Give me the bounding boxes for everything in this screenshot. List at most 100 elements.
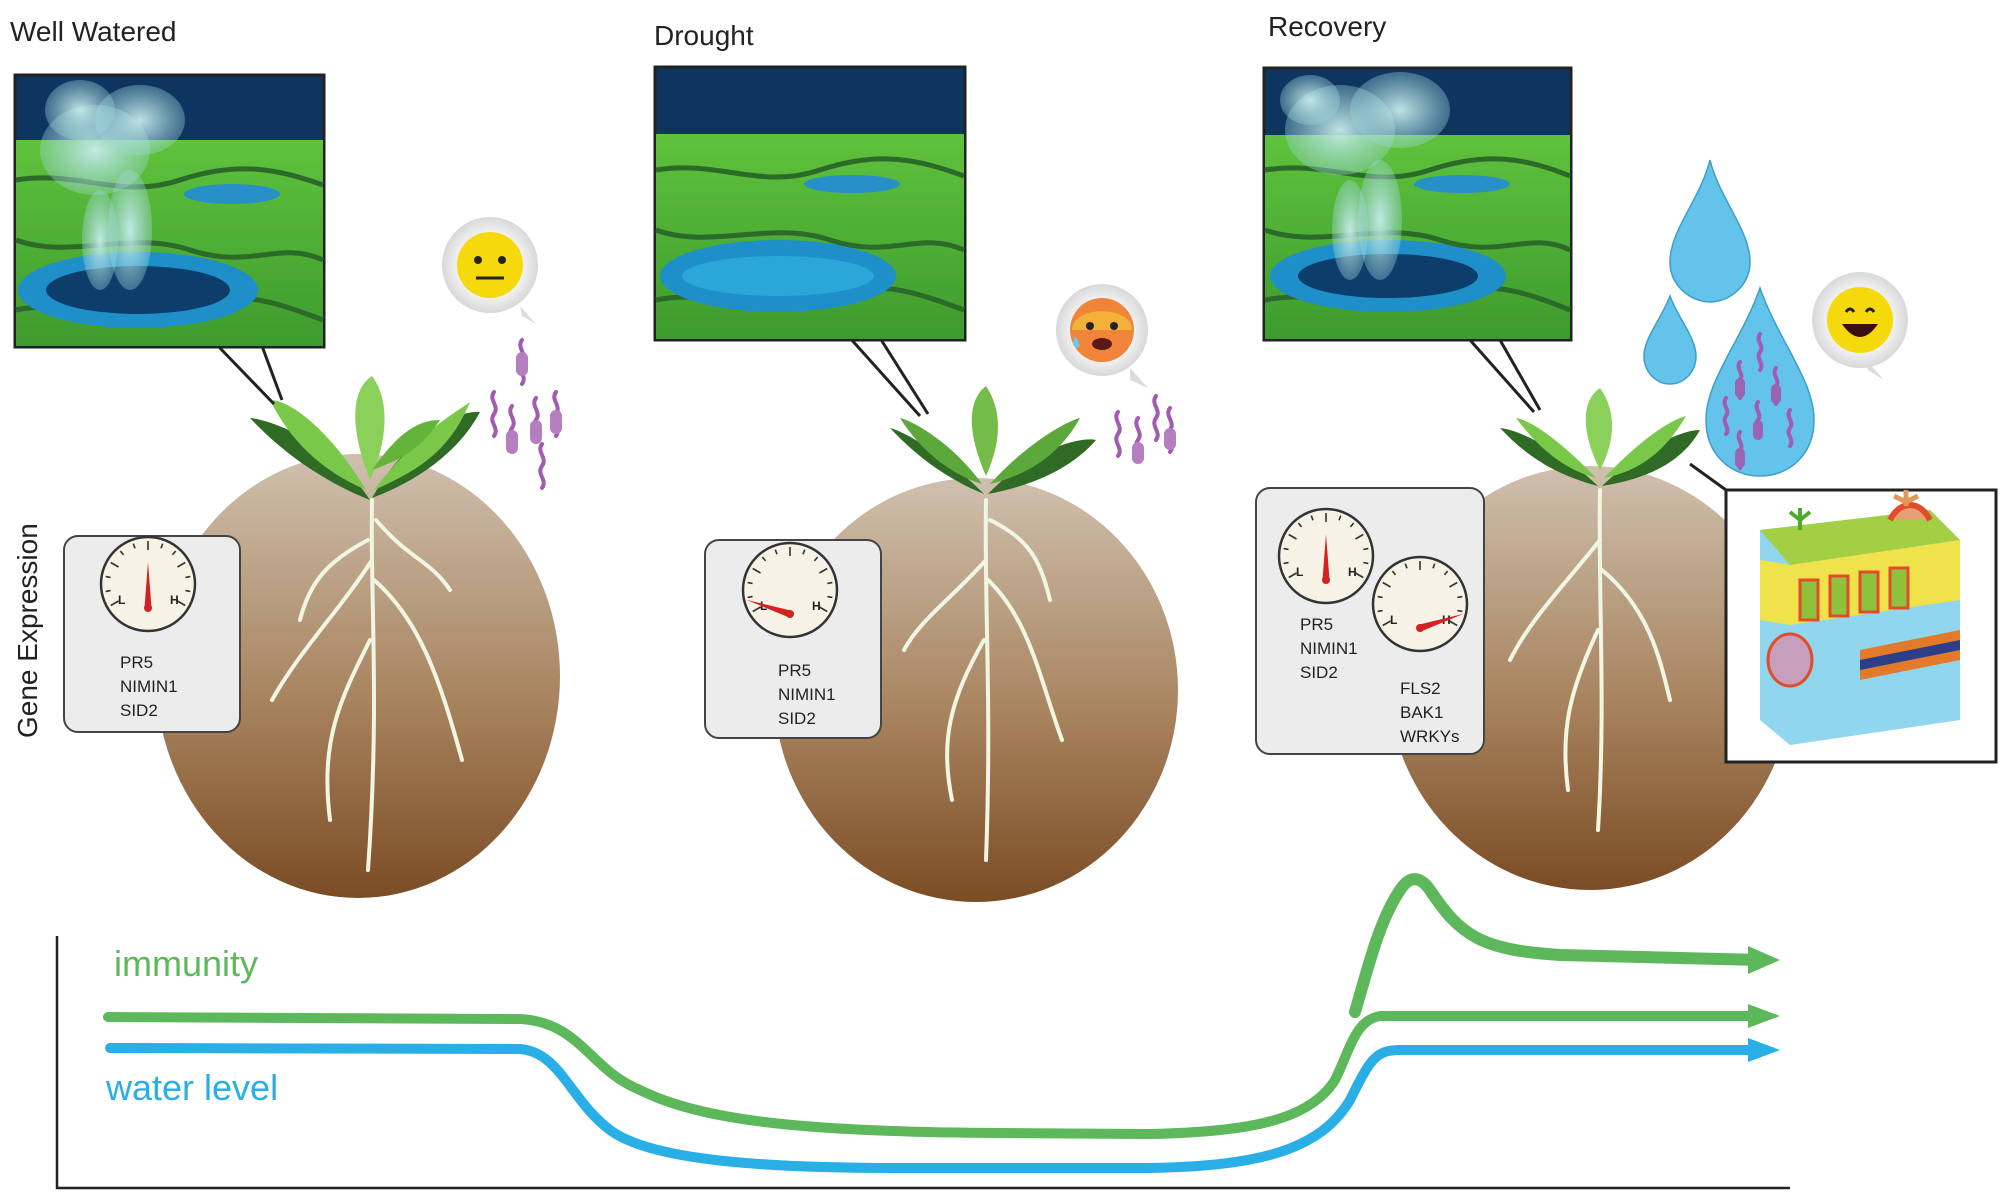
- water-arrow: [1748, 1038, 1780, 1062]
- roots-well-watered: [270, 498, 464, 872]
- callout-lines: [216, 336, 1727, 492]
- gauge-tick: [747, 581, 753, 585]
- gauge-tick: [1391, 570, 1397, 576]
- emoji-bubble-distressed: [1056, 284, 1148, 388]
- gauge-tick: [747, 595, 753, 599]
- bacteria-drought: [1114, 394, 1176, 464]
- gauge-tick: [160, 543, 164, 549]
- gene-label: SID2: [778, 709, 816, 728]
- gene-box-recovery: L H L H PR5 NIMIN1 SID2 FLS2 BAK1 WRKYs: [1255, 487, 1485, 755]
- gauge-tick: [1297, 522, 1303, 528]
- gene-label: NIMIN1: [1300, 639, 1358, 658]
- gauge-needle: [1322, 534, 1330, 580]
- gauge-tick: [827, 595, 833, 599]
- stomata-panel-recovery: [1262, 66, 1573, 342]
- gauge-tick: [1457, 595, 1463, 599]
- immunity-arrow: [1748, 1004, 1780, 1028]
- gauge-tick: [1432, 563, 1436, 569]
- gene-label: SID2: [120, 701, 158, 720]
- trend-plot: immunity water level: [55, 873, 1790, 1190]
- gauge-tick: [105, 589, 111, 593]
- plot-axis: [55, 936, 1790, 1190]
- leaf-cross-section-panel: [1724, 488, 1998, 764]
- gauge-tick: [1457, 609, 1463, 613]
- svg-text:L: L: [118, 593, 125, 607]
- yaxis-label: Gene Expression: [12, 523, 43, 738]
- gene-label: PR5: [1300, 615, 1333, 634]
- roots-drought: [902, 498, 1064, 862]
- legend-water-level: water level: [105, 1067, 278, 1108]
- gauge-needle: [144, 562, 152, 608]
- gauge-tick: [1382, 581, 1391, 588]
- soil-ball-well-watered: [156, 454, 560, 898]
- stage-title-drought: Drought: [654, 20, 754, 51]
- gauge-tick: [177, 561, 186, 568]
- gene-label: SID2: [1300, 663, 1338, 682]
- plant-recovery: [1500, 388, 1700, 486]
- gene-label: WRKYs: [1400, 727, 1460, 746]
- stomata-panel-well-watered: [13, 73, 326, 349]
- gauge-tick: [132, 543, 136, 549]
- gauge-tick: [185, 575, 191, 579]
- gauge-tick: [1310, 515, 1314, 521]
- svg-text:H: H: [812, 599, 821, 613]
- soil-ball-recovery: [1388, 466, 1792, 890]
- water-droplets: [1643, 159, 1815, 477]
- neutral-face-icon: [457, 232, 523, 298]
- gauge-well-watered: L H: [99, 535, 197, 633]
- gauge-recovery-2: L H: [1371, 555, 1469, 653]
- gauge-tick: [1363, 547, 1369, 551]
- gene-box-well-watered: L H PR5 NIMIN1 SID2: [63, 535, 241, 733]
- plant-drought: [890, 386, 1096, 494]
- gauge-tick: [1363, 561, 1369, 565]
- water-line: [105, 1043, 1765, 1173]
- gauge-tick: [110, 561, 119, 568]
- gauge-tick: [1355, 533, 1364, 540]
- gauge-tick: [1443, 570, 1449, 576]
- stomata-panel-drought: [653, 65, 967, 342]
- stage-title-well-watered: Well Watered: [10, 16, 177, 47]
- gauge-tick: [802, 549, 806, 555]
- gauge-tick: [1449, 620, 1458, 627]
- svg-text:H: H: [170, 593, 179, 607]
- bacteria-recovery: [1722, 332, 1794, 470]
- legend-immunity: immunity: [114, 943, 258, 984]
- gauge-tick: [752, 606, 761, 613]
- emoji-bubble-neutral: [442, 217, 538, 324]
- gauge-tick: [1404, 563, 1408, 569]
- gauge-tick: [752, 567, 761, 574]
- gauge-recovery-1: L H: [1277, 507, 1375, 605]
- bacteria-well-watered: [490, 338, 562, 490]
- gauge-tick: [819, 606, 828, 613]
- gauge-tick: [819, 567, 828, 574]
- gauge-tick: [1349, 522, 1355, 528]
- stage-title-recovery: Recovery: [1268, 11, 1386, 42]
- gauge-tick: [1338, 515, 1342, 521]
- immunity-spike-arrow: [1748, 946, 1780, 974]
- svg-text:L: L: [1296, 565, 1303, 579]
- gauge-tick: [110, 600, 119, 607]
- gauge-tick: [105, 575, 111, 579]
- gauge-tick: [1288, 533, 1297, 540]
- gauge-needle: [1418, 613, 1464, 632]
- gene-label: NIMIN1: [778, 685, 836, 704]
- gauge-tick: [171, 550, 177, 556]
- gauge-tick: [761, 556, 767, 562]
- gauge-tick: [1449, 581, 1458, 588]
- gauge-tick: [827, 581, 833, 585]
- gene-label: BAK1: [1400, 703, 1443, 722]
- gauge-tick: [1377, 609, 1383, 613]
- gauge-tick: [177, 600, 186, 607]
- gauge-tick: [1283, 561, 1289, 565]
- gene-box-drought: L H PR5 NIMIN1 SID2: [704, 539, 882, 739]
- gauge-drought: L H: [741, 541, 839, 639]
- happy-face-icon: [1827, 287, 1893, 353]
- gauge-tick: [185, 589, 191, 593]
- immunity-line: [103, 1011, 1765, 1140]
- gauge-tick: [1355, 572, 1364, 579]
- gauge-tick: [119, 550, 125, 556]
- gauge-tick: [1288, 572, 1297, 579]
- gauge-tick: [1377, 595, 1383, 599]
- gene-label: FLS2: [1400, 679, 1441, 698]
